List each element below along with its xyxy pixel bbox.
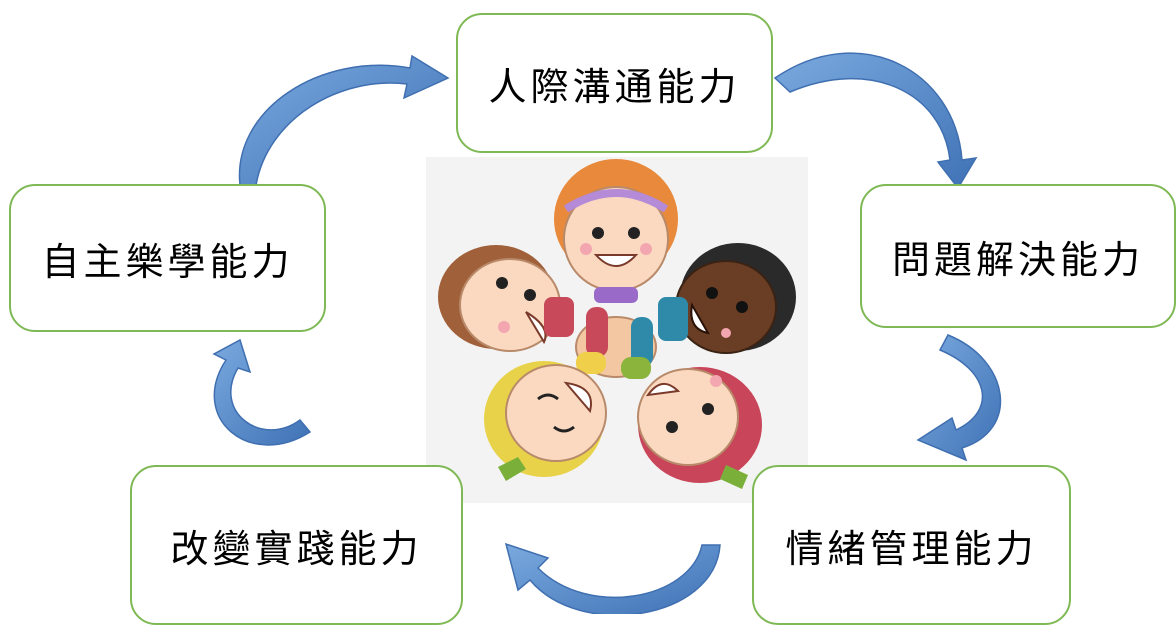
node-bottom-right: 情緒管理能力 — [752, 465, 1071, 625]
node-left: 自主樂學能力 — [9, 184, 326, 332]
arrow-right-to-bottomright — [916, 334, 1002, 462]
node-top: 人際溝通能力 — [456, 13, 773, 153]
child-left-boy — [438, 245, 574, 352]
joined-hands — [575, 307, 657, 379]
arrow-bottomright-to-bottomleft — [504, 542, 721, 614]
children-circle-illustration — [426, 157, 808, 503]
child-top-girl — [554, 159, 678, 303]
node-label: 改變實踐能力 — [170, 526, 423, 571]
child-bottom-right-redhead — [637, 367, 762, 489]
arrow-top-to-right — [773, 52, 978, 190]
node-label: 情緒管理能力 — [785, 526, 1038, 571]
node-label: 問題解決能力 — [891, 237, 1144, 282]
node-label: 自主樂學能力 — [41, 239, 294, 284]
node-label: 人際溝通能力 — [488, 64, 741, 109]
node-bottom-left: 改變實踐能力 — [130, 465, 463, 625]
arrow-bottomleft-to-left — [212, 338, 312, 446]
child-bottom-left-blonde — [484, 361, 607, 481]
arrow-left-to-top — [238, 54, 450, 186]
node-right: 問題解決能力 — [860, 184, 1176, 328]
child-right-boy — [658, 243, 796, 354]
